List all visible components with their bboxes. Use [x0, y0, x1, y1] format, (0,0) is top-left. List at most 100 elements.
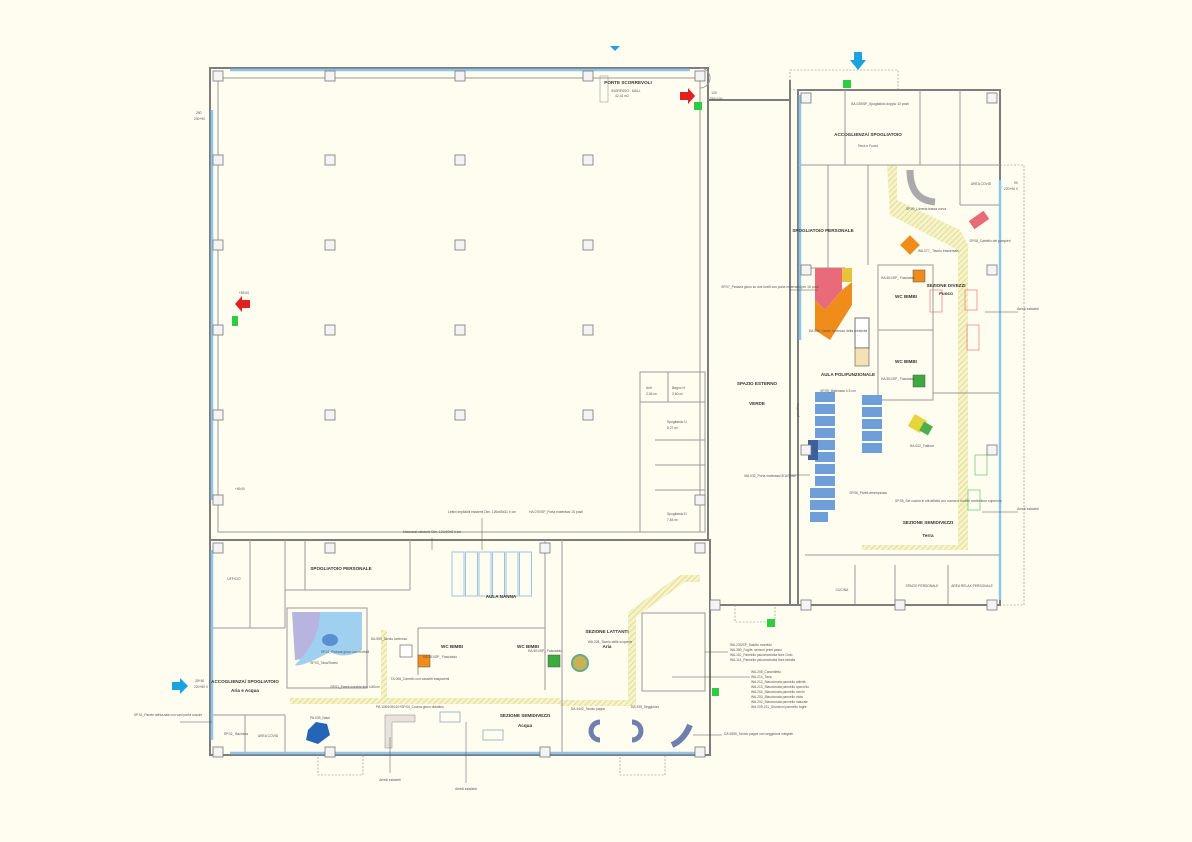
label: SP.09_Libreria bassa curva — [906, 207, 946, 211]
mattress — [810, 488, 828, 498]
room-ufficio: UFFICIO — [227, 577, 241, 581]
castello — [968, 210, 990, 230]
room-wc: WC BIMBI — [895, 294, 917, 299]
hall-subtitle: INGRESSO - MALL — [612, 89, 641, 93]
pillar — [212, 409, 224, 421]
note: WA.204_Staccionata pannello cerchi — [751, 690, 805, 694]
label: WA.228_Tavolo delle scoperte — [588, 640, 633, 644]
room-sub: Aria e Acqua — [231, 688, 259, 693]
room-spazio-personale: SPAZIO PERSONALE — [906, 584, 940, 588]
area: 2,36 m² — [646, 392, 658, 396]
pillar — [212, 154, 224, 166]
bottom-wing — [209, 539, 1000, 776]
room-cucina: CUCINA — [836, 588, 849, 592]
crib — [492, 551, 505, 597]
room-sub: Fuoco — [939, 291, 953, 296]
note: WA.214_Tana — [751, 675, 772, 679]
pillar — [324, 154, 336, 166]
pillar — [212, 494, 224, 506]
label: PA.108/109/110+SP.04_Cucina gioco didatt… — [376, 705, 444, 709]
room-area-relax: AREA RELAX PERSONALE — [951, 584, 993, 588]
entrance-arrow-blue-icon — [172, 678, 188, 694]
exit-sign-icon — [843, 80, 851, 88]
window-label: 220+90 V — [1004, 187, 1019, 191]
window-label: 30+50 — [195, 679, 204, 683]
label: MA.032_Porta materassi 8/16 posti — [744, 474, 796, 478]
mattress — [815, 392, 835, 402]
markers — [172, 46, 866, 696]
pillar — [454, 154, 466, 166]
notes-group-1: WA.233/SP_Salotto morbido WA.380_Foglie,… — [730, 643, 795, 662]
room-wc: WC BIMBI — [517, 644, 539, 649]
pillar — [454, 239, 466, 251]
pillar — [800, 264, 812, 276]
label: Arredi esistenti — [379, 778, 401, 782]
entrance-arrow-red-icon — [680, 88, 695, 104]
label: HA.501/SP_ Fasciatoio — [881, 276, 915, 280]
label: SP.08_Castello dei pompieri — [969, 239, 1010, 243]
middle-strip — [639, 80, 791, 605]
area: 3,60 m² — [672, 392, 684, 396]
label: SP.01_Pareti rivestite fino h.80cm — [330, 685, 379, 689]
label: DA.5555_Tavolo pappe con seggioloni inte… — [724, 732, 793, 736]
pillar — [800, 92, 812, 104]
room-spogliatoio-personale: SPOGLIATOIO PERSONALE — [310, 566, 371, 571]
mattress — [862, 443, 882, 453]
pillar — [454, 324, 466, 336]
label: Materassi esistenti Dim. 121x60x5 h cm — [403, 530, 462, 534]
room-spazio-esterno: SPAZIO ESTERNO — [737, 381, 778, 386]
pillar — [694, 746, 706, 758]
crib — [451, 551, 465, 597]
window-dimension-labels: 90 220+90 V 250 230+90 30+50 220+80 V — [194, 111, 1019, 689]
pillar — [539, 542, 551, 554]
mattress — [815, 440, 835, 450]
entrance-arrow-blue-icon — [850, 52, 866, 70]
label: SP.03_Tana/Teatro — [310, 661, 338, 665]
note: WA.202_Staccionata pannello naturale — [751, 700, 808, 704]
pillar — [539, 746, 551, 758]
window-label: 230+90 — [194, 117, 205, 121]
room-sub: Acqua — [518, 723, 532, 728]
note: WA.114_Pannello psicomotricità fiore far… — [730, 658, 795, 662]
crib — [505, 551, 519, 597]
label: Arredi esistenti — [1017, 307, 1039, 311]
note: WA.213_Staccionata pannello specchio — [751, 685, 809, 689]
label: HA.501/SP_ Fasciatoio — [528, 649, 562, 653]
pillar — [709, 599, 721, 611]
label: Lettini impilabili esistenti Dim. 126x65… — [448, 510, 516, 514]
note: WA.212_Staccionata pannello attività — [751, 680, 806, 684]
pillar — [212, 239, 224, 251]
note: WA.110_Pannello psicomotricità fiore Guf… — [730, 653, 793, 657]
area: 8,27 m² — [667, 426, 679, 430]
pillar — [800, 599, 812, 611]
mattress — [862, 395, 882, 405]
entrance-arrow-red-icon — [235, 296, 250, 312]
furniture — [292, 169, 990, 749]
pillar — [324, 70, 336, 82]
label: SP.02_Pedana gioco con morbidi — [321, 650, 370, 654]
note: WA.380_Foglie, sensori primi passi — [730, 648, 782, 652]
room-area-covid: AREA COVID — [971, 182, 992, 186]
mattress — [810, 512, 828, 522]
room-sub: Terra e Fuoco — [858, 144, 879, 148]
window-label: 250 — [196, 111, 202, 115]
mattress — [862, 407, 882, 417]
crib — [519, 551, 532, 597]
pillar — [986, 264, 998, 276]
label: HA.501/SP_ Fasciatoio — [423, 655, 457, 659]
note: WA.209-211_Giunzioni pannello foglie — [751, 705, 807, 709]
room-semidivezzi-acqua: SEZIONE SEMIDIVEZZI — [500, 713, 550, 718]
note: WA.205_Cancelletto — [751, 670, 781, 674]
leader-lines — [180, 289, 1018, 783]
note: WA.233/SP_Salotto morbido — [730, 643, 772, 647]
label: HA.501/SP_ Fasciatoio — [881, 377, 915, 381]
hall-title: PORTE SCORREVOLI — [604, 80, 651, 85]
pillar — [212, 324, 224, 336]
pillar — [582, 239, 594, 251]
window-label: 90 — [1014, 181, 1018, 185]
mattress — [862, 419, 882, 429]
door-dim: 250+100 — [710, 97, 723, 101]
north-marker-icon — [610, 46, 620, 51]
pillar — [694, 542, 706, 554]
